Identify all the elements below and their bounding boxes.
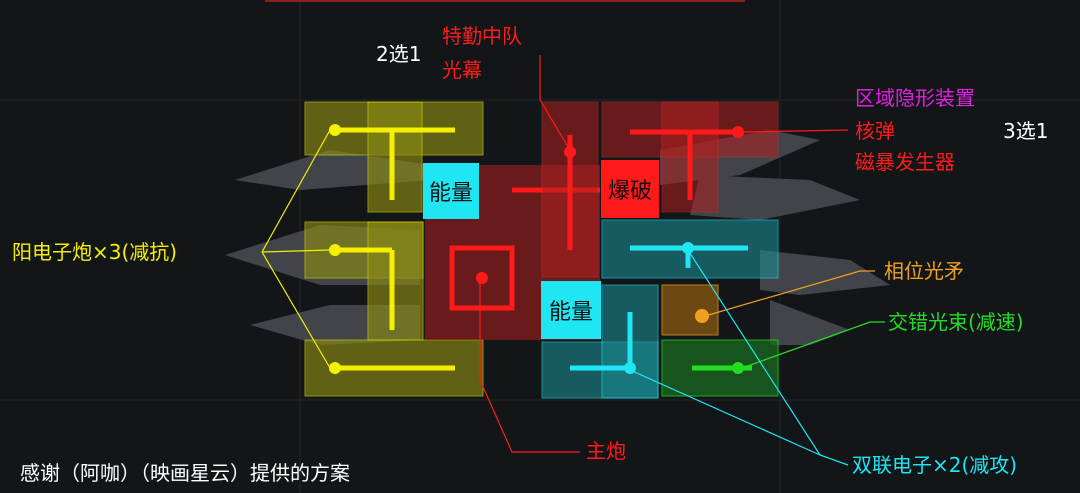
top-accent-line [265, 0, 745, 2]
yellow-module-bottom [304, 339, 484, 397]
energy-tag-2: 能量 [541, 281, 601, 339]
cross-beam-label: 交错光束(减速) [888, 310, 1024, 334]
main-gun-label: 主炮 [586, 439, 626, 463]
green-cross-beam-module [661, 339, 779, 397]
special-squad-label: 特勤中队 [442, 24, 522, 48]
twin-electron-label: 双联电子×2(减攻) [852, 453, 1018, 477]
zone-stealth-label: 区域隐形装置 [855, 86, 975, 110]
blast-tag: 爆破 [601, 160, 659, 218]
red-nuke-module [601, 101, 779, 213]
energy-tag-1: 能量 [423, 163, 479, 219]
nuke-label: 核弹 [855, 119, 895, 143]
orange-phase-spear-module [661, 284, 719, 336]
credits-text: 感谢（阿咖）（映画星云）提供的方案 [20, 461, 350, 485]
choose-2-label: 2选1 [376, 42, 422, 66]
cyan-module-bottom [541, 284, 659, 399]
cyan-module-right [601, 219, 779, 279]
magstorm-label: 磁暴发生器 [855, 150, 955, 174]
callout-lines [261, 55, 885, 466]
light-curtain-label: 光幕 [442, 58, 482, 82]
choose-3-label: 3选1 [1003, 119, 1049, 143]
phase-spear-label: 相位光矛 [884, 259, 964, 283]
positron-label: 阳电子炮×3(减抗) [12, 240, 178, 264]
yellow-module-top [304, 101, 484, 213]
red-special-squad-column [541, 101, 599, 278]
